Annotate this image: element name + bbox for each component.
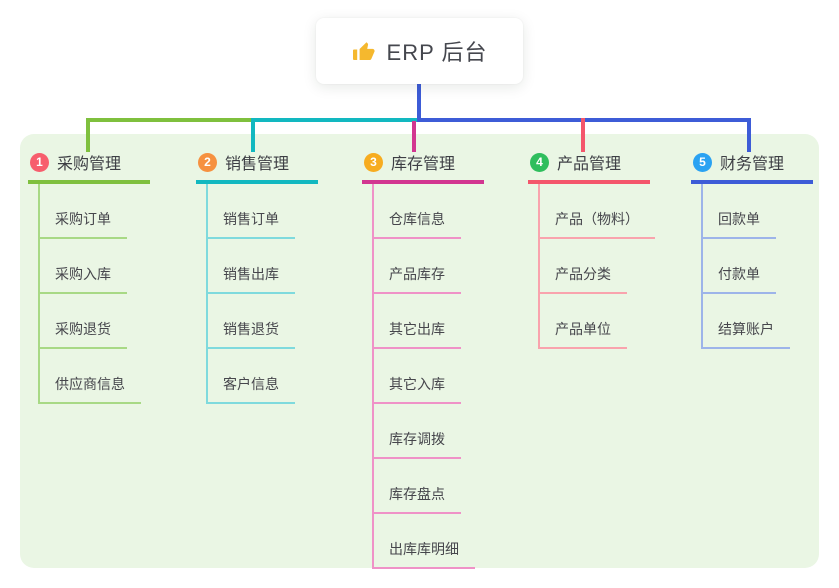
branch-children: 产品（物料） 产品分类产品单位	[538, 184, 655, 349]
child-node[interactable]: 采购订单	[38, 209, 127, 239]
connector-drop-branch1	[86, 118, 90, 152]
child-node[interactable]: 库存盘点	[372, 484, 461, 514]
child-node[interactable]: 产品分类	[538, 264, 627, 294]
branch-label: 财务管理	[720, 156, 785, 173]
branch-trunk-line	[206, 184, 208, 404]
child-node[interactable]: 其它入库	[372, 374, 461, 404]
child-row: 供应商信息	[38, 349, 150, 404]
branch-3: 3 库存管理仓库信息产品库存其它出库其它入库库存调拨库存盘点出库库明细	[362, 150, 484, 569]
branch-2: 2 销售管理销售订单销售出库销售退货客户信息	[196, 150, 318, 404]
child-row: 出库库明细	[372, 514, 484, 569]
branch-badge: 5	[693, 152, 712, 172]
child-row: 产品（物料）	[538, 184, 655, 239]
connector-root-stem	[417, 84, 421, 122]
connector-drop-branch4	[581, 118, 585, 152]
branch-trunk-line	[372, 184, 374, 569]
child-node[interactable]: 销售退货	[206, 319, 295, 349]
child-node[interactable]: 采购入库	[38, 264, 127, 294]
child-node[interactable]: 库存调拨	[372, 429, 461, 459]
erp-root-node[interactable]: ERP 后台	[316, 18, 523, 84]
child-row: 其它入库	[372, 349, 484, 404]
connector-horizontal-branch2	[251, 118, 419, 122]
child-node[interactable]: 产品单位	[538, 319, 627, 349]
child-row: 销售退货	[206, 294, 318, 349]
child-node[interactable]: 付款单	[701, 264, 776, 294]
child-node[interactable]: 产品（物料）	[538, 209, 655, 239]
child-node[interactable]: 产品库存	[372, 264, 461, 294]
root-title: ERP 后台	[386, 40, 488, 65]
child-node[interactable]: 采购退货	[38, 319, 127, 349]
connector-horizontal-branch1	[88, 118, 255, 122]
child-node[interactable]: 客户信息	[206, 374, 295, 404]
child-row: 付款单	[701, 239, 813, 294]
child-row: 销售出库	[206, 239, 318, 294]
child-row: 仓库信息	[372, 184, 484, 239]
branches-panel	[20, 134, 819, 568]
branch-5: 5 财务管理回款单付款单结算账户	[691, 150, 813, 349]
child-node[interactable]: 结算账户	[701, 319, 790, 349]
branch-header-1[interactable]: 1 采购管理	[28, 150, 150, 184]
branch-badge: 3	[364, 152, 383, 172]
child-row: 其它出库	[372, 294, 484, 349]
child-row: 产品分类	[538, 239, 655, 294]
branch-children: 采购订单采购入库采购退货供应商信息	[38, 184, 150, 404]
child-row: 客户信息	[206, 349, 318, 404]
child-row: 销售订单	[206, 184, 318, 239]
child-row: 采购订单	[38, 184, 150, 239]
branch-label: 库存管理	[391, 156, 456, 173]
branch-badge: 4	[530, 152, 549, 172]
child-node[interactable]: 出库库明细	[372, 539, 475, 569]
branch-label: 销售管理	[225, 156, 290, 173]
child-row: 采购入库	[38, 239, 150, 294]
branch-badge: 1	[30, 152, 49, 172]
connector-drop-branch2	[251, 118, 255, 152]
child-node[interactable]: 其它出库	[372, 319, 461, 349]
child-node[interactable]: 销售订单	[206, 209, 295, 239]
branch-4: 4 产品管理产品（物料） 产品分类产品单位	[528, 150, 655, 349]
child-node[interactable]: 销售出库	[206, 264, 295, 294]
child-row: 回款单	[701, 184, 813, 239]
branch-children: 回款单付款单结算账户	[701, 184, 813, 349]
child-row: 结算账户	[701, 294, 813, 349]
child-row: 产品库存	[372, 239, 484, 294]
branch-trunk-line	[701, 184, 703, 349]
child-node[interactable]: 供应商信息	[38, 374, 141, 404]
child-row: 产品单位	[538, 294, 655, 349]
thumbs-up-icon	[352, 39, 376, 63]
child-row: 库存盘点	[372, 459, 484, 514]
child-node[interactable]: 仓库信息	[372, 209, 461, 239]
branch-1: 1 采购管理采购订单采购入库采购退货供应商信息	[28, 150, 150, 404]
connector-drop-branch5	[747, 118, 751, 152]
branch-badge: 2	[198, 152, 217, 172]
branch-trunk-line	[38, 184, 40, 404]
child-row: 库存调拨	[372, 404, 484, 459]
child-row: 采购退货	[38, 294, 150, 349]
branch-header-2[interactable]: 2 销售管理	[196, 150, 318, 184]
branch-header-5[interactable]: 5 财务管理	[691, 150, 813, 184]
branch-header-3[interactable]: 3 库存管理	[362, 150, 484, 184]
child-node[interactable]: 回款单	[701, 209, 776, 239]
branch-label: 采购管理	[57, 156, 122, 173]
branch-label: 产品管理	[557, 156, 622, 173]
branch-children: 销售订单销售出库销售退货客户信息	[206, 184, 318, 404]
branch-children: 仓库信息产品库存其它出库其它入库库存调拨库存盘点出库库明细	[372, 184, 484, 569]
connector-drop-branch3	[412, 121, 416, 152]
branch-trunk-line	[538, 184, 540, 349]
branch-header-4[interactable]: 4 产品管理	[528, 150, 650, 184]
